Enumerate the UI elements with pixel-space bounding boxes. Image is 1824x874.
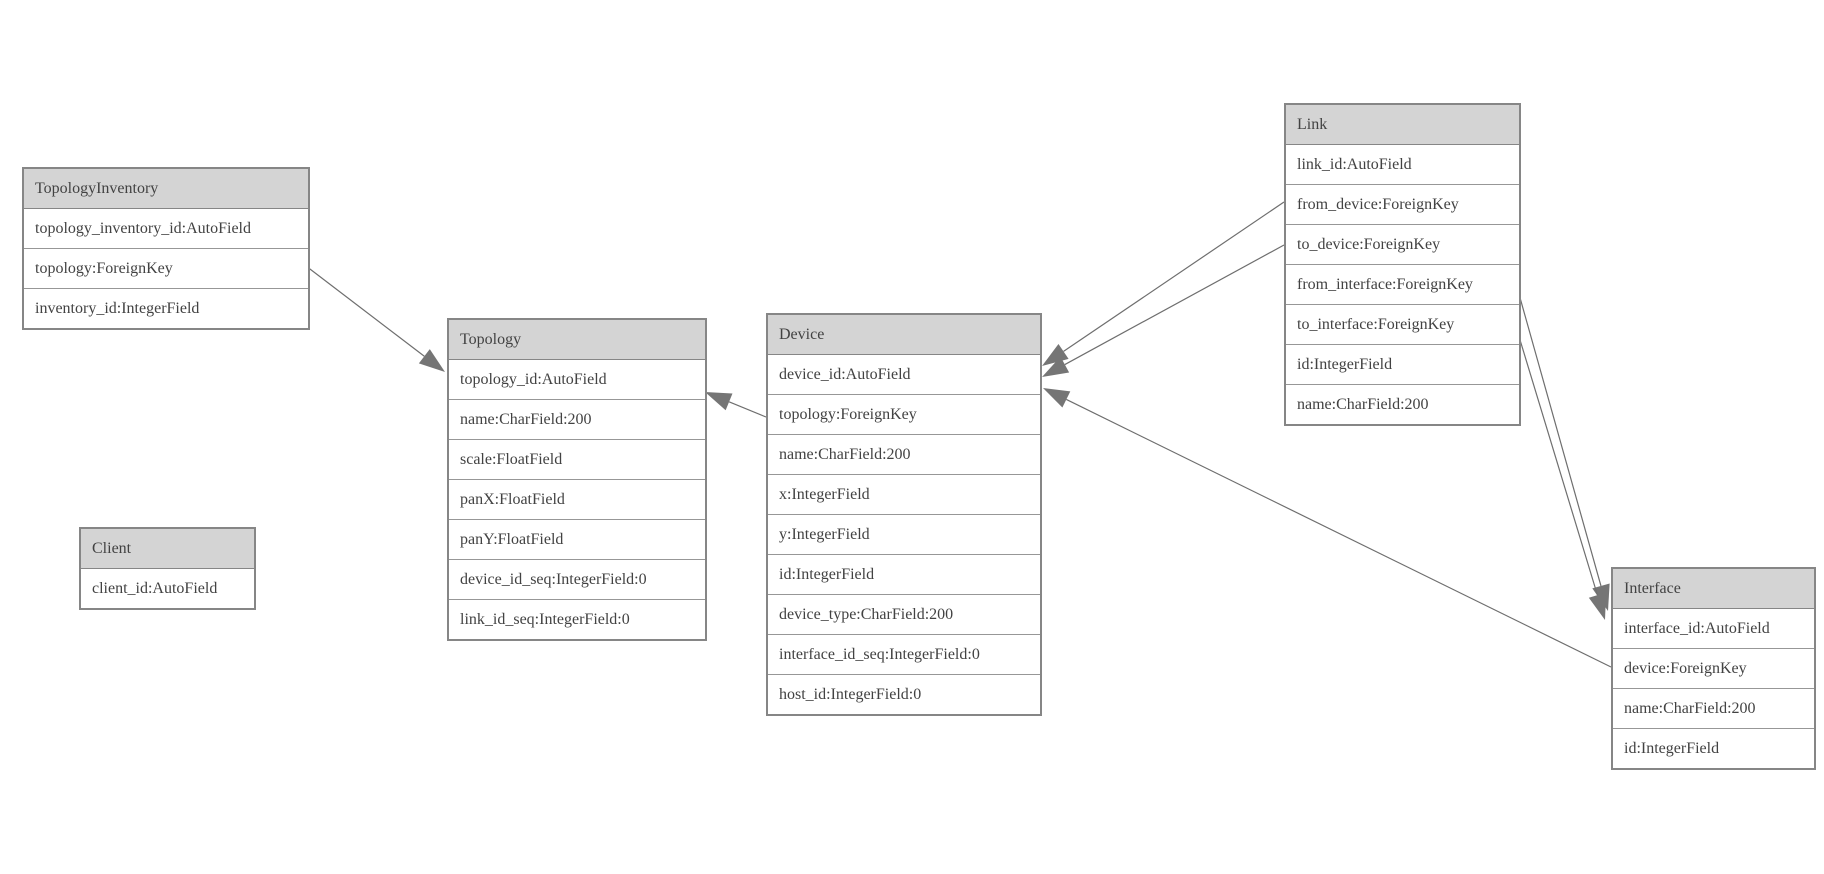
entity-field-row: scale:FloatField <box>449 440 705 480</box>
arrowhead-icon <box>1043 388 1071 408</box>
arrowhead-icon <box>418 349 445 372</box>
entity-field-row: device_id:AutoField <box>768 355 1040 395</box>
entity-title: Client <box>81 529 254 569</box>
entity-field-row: device_type:CharField:200 <box>768 595 1040 635</box>
entity-field-row: topology_inventory_id:AutoField <box>24 209 308 249</box>
entity-field-row: name:CharField:200 <box>768 435 1040 475</box>
arrowhead-icon <box>705 392 733 411</box>
edge-device-topology <box>705 392 767 418</box>
edge-link-to-interface-interface <box>1516 329 1607 620</box>
edge-line <box>305 265 425 357</box>
entity-field-row: link_id:AutoField <box>1286 145 1519 185</box>
entity-field-row: interface_id:AutoField <box>1613 609 1814 649</box>
entity-title: Link <box>1286 105 1519 145</box>
entity-field-row: name:CharField:200 <box>1286 385 1519 424</box>
edge-topologyinventory-topology <box>305 265 445 372</box>
entity-field-row: to_interface:ForeignKey <box>1286 305 1519 345</box>
entity-field-row: panY:FloatField <box>449 520 705 560</box>
entity-field-row: device_id_seq:IntegerField:0 <box>449 560 705 600</box>
entity-title: Topology <box>449 320 705 360</box>
entity-title: Device <box>768 315 1040 355</box>
edge-line <box>1516 329 1599 596</box>
edge-line <box>1066 398 1612 668</box>
entity-field-row: topology:ForeignKey <box>24 249 308 289</box>
entity-field-row: id:IntegerField <box>1286 345 1519 385</box>
edge-link-from-device-device <box>1042 201 1285 366</box>
entity-field-row: device:ForeignKey <box>1613 649 1814 689</box>
edge-line <box>1063 201 1285 352</box>
entity-field-row: y:IntegerField <box>768 515 1040 555</box>
entity-field-row: id:IntegerField <box>768 555 1040 595</box>
entity-field-row: id:IntegerField <box>1613 729 1814 768</box>
entity-field-row: panX:FloatField <box>449 480 705 520</box>
edge-link-to-device-device <box>1042 244 1285 377</box>
entity-field-row: name:CharField:200 <box>1613 689 1814 729</box>
edge-line <box>728 401 767 418</box>
entity-field-row: name:CharField:200 <box>449 400 705 440</box>
entity-field-row: interface_id_seq:IntegerField:0 <box>768 635 1040 675</box>
entity-field-row: link_id_seq:IntegerField:0 <box>449 600 705 639</box>
entity-field-row: inventory_id:IntegerField <box>24 289 308 328</box>
entity-title: Interface <box>1613 569 1814 609</box>
edge-interface-device-device <box>1043 388 1612 668</box>
entity-field-row: x:IntegerField <box>768 475 1040 515</box>
entity-field-row: topology_id:AutoField <box>449 360 705 400</box>
arrowhead-icon <box>1588 592 1607 620</box>
entity-title: TopologyInventory <box>24 169 308 209</box>
entity-field-row: client_id:AutoField <box>81 569 254 608</box>
edge-line <box>1064 244 1285 366</box>
entity-field-row: from_interface:ForeignKey <box>1286 265 1519 305</box>
entity-field-row: to_device:ForeignKey <box>1286 225 1519 265</box>
entity-field-row: from_device:ForeignKey <box>1286 185 1519 225</box>
entity-field-row: host_id:IntegerField:0 <box>768 675 1040 714</box>
edge-link-from-interface-interface <box>1516 286 1610 611</box>
arrowhead-icon <box>1042 356 1070 377</box>
edge-line <box>1516 286 1602 587</box>
entity-field-row: topology:ForeignKey <box>768 395 1040 435</box>
